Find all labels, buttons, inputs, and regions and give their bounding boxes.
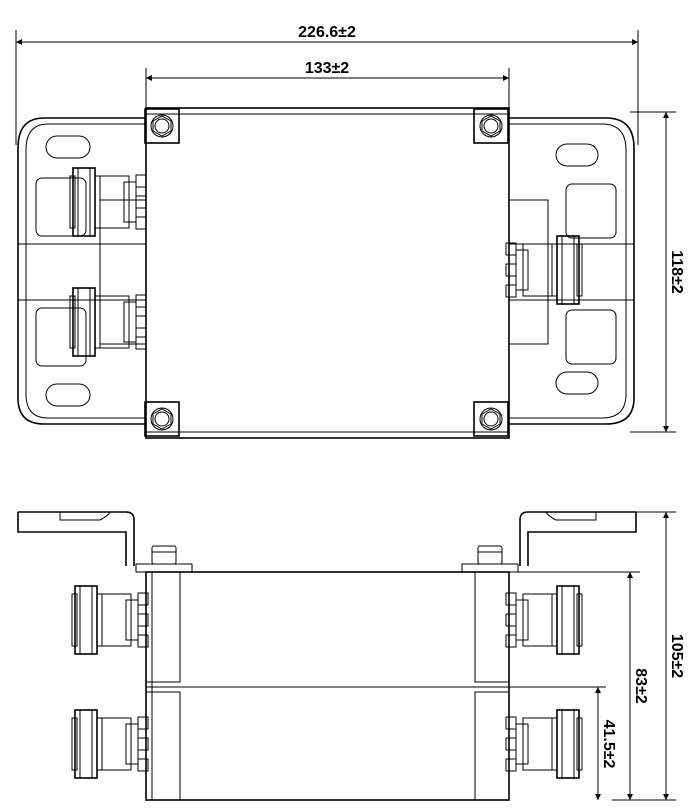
right-bracket-profile xyxy=(519,511,637,566)
upper-height-dimension: 83±2 xyxy=(509,571,649,800)
side-bolt-right-icon xyxy=(461,545,519,573)
overall-width-label: 226.6±2 xyxy=(298,24,356,41)
main-body-top xyxy=(145,107,510,439)
bolt-bottom-right-icon xyxy=(473,401,509,437)
upper-height-label: 83±2 xyxy=(632,668,649,704)
lower-height-dimension: 41.5±2 xyxy=(509,686,617,800)
side-connector-left-upper-icon xyxy=(71,585,149,655)
total-height-label: 105±2 xyxy=(668,634,685,678)
total-height-dimension: 105±2 xyxy=(612,511,685,801)
overall-width-dimension: 226.6±2 xyxy=(15,24,639,145)
body-height-dimension: 118±2 xyxy=(630,111,685,433)
left-bracket-profile xyxy=(17,511,135,566)
right-bracket xyxy=(509,117,635,425)
body-height-label: 118±2 xyxy=(668,250,685,294)
side-connector-left-lower-icon xyxy=(71,709,149,779)
side-bolt-left-icon xyxy=(135,545,193,573)
side-connector-right-upper-icon xyxy=(505,585,583,655)
body-width-label: 133±2 xyxy=(305,60,349,77)
connector-right-icon xyxy=(505,235,583,305)
body-width-dimension: 133±2 xyxy=(145,60,510,108)
bolt-bottom-left-icon xyxy=(144,401,180,437)
side-connector-right-lower-icon xyxy=(505,709,583,779)
side-view: 105±2 83±2 41.5±2 xyxy=(17,511,685,801)
left-bracket xyxy=(17,117,146,425)
lower-height-label: 41.5±2 xyxy=(600,720,617,769)
main-body-side xyxy=(145,571,510,801)
connector-left-lower-icon xyxy=(69,287,147,357)
top-view: 226.6±2 133±2 118±2 xyxy=(15,24,685,439)
